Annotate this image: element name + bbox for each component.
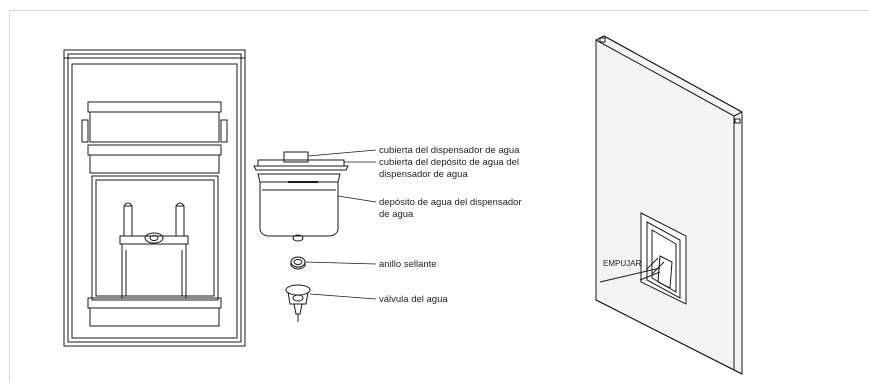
label-water-tank-cover-line2: dispensador de agua	[379, 169, 468, 180]
callout-labels: cubierta del dispensador de agua cubiert…	[379, 145, 641, 305]
leader-lines	[304, 149, 377, 300]
diagram-frame	[9, 10, 869, 383]
door-exterior-illustration	[595, 35, 743, 375]
door-interior-illustration	[63, 49, 246, 347]
label-water-tank-line1: depósito de agua del dispensador	[379, 197, 522, 208]
water-valve-illustration	[285, 284, 311, 322]
label-sealing-ring: anillo sellante	[379, 259, 437, 270]
label-water-tank-line2: de agua	[379, 209, 414, 220]
sealing-ring-illustration	[290, 256, 306, 270]
label-water-tank-cover-line1: cubierta del depósito de agua del	[379, 157, 519, 168]
label-water-dispenser-cover: cubierta del dispensador de agua	[379, 145, 520, 156]
label-push: EMPUJAR	[603, 259, 641, 268]
tank-cover-illustration	[253, 151, 349, 171]
label-water-valve: válvula del agua	[379, 294, 448, 305]
water-tank-illustration	[257, 173, 341, 242]
